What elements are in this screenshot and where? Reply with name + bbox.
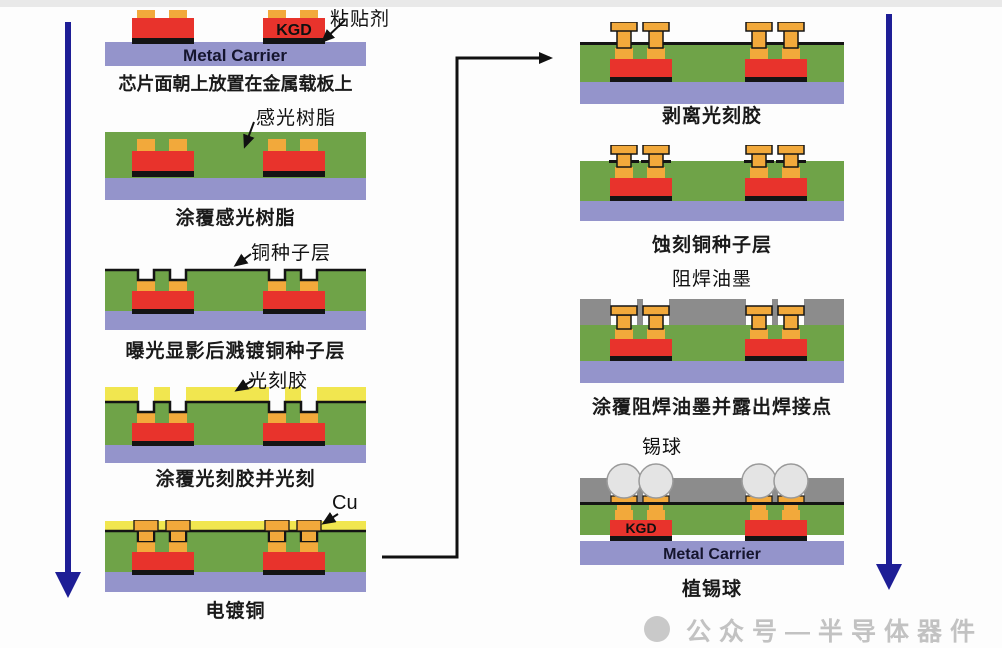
step2-caption: 涂覆感光树脂 xyxy=(175,208,296,229)
step7-diagram xyxy=(580,145,844,221)
kgd-die-right xyxy=(745,167,807,201)
metal-carrier-label: Metal Carrier xyxy=(663,546,761,563)
metal-carrier xyxy=(105,42,366,66)
copper-seed-layer xyxy=(580,502,844,505)
photoresist-annotation-label: 光刻胶 xyxy=(248,371,309,392)
step8-caption: 涂覆阻焊油墨并露出焊接点 xyxy=(591,397,832,418)
kgd-die-right xyxy=(263,139,325,177)
kgd-die-left xyxy=(610,510,672,541)
kgd-die-left xyxy=(132,10,194,44)
metal-carrier xyxy=(580,201,844,221)
solder-ball-annotation-label: 锡球 xyxy=(642,437,683,458)
step6-caption: 剥离光刻胶 xyxy=(661,106,762,127)
solder-mask-layer xyxy=(580,478,844,504)
step5-caption: 电镀铜 xyxy=(205,601,266,622)
photoresist-layer xyxy=(105,521,366,530)
copper-seed-layer xyxy=(580,42,844,45)
solder-balls xyxy=(606,463,809,499)
step3-caption: 曝光显影后溅镀铜种子层 xyxy=(125,341,346,362)
watermark-text: 公众号—半导体器件 xyxy=(686,618,984,646)
kgd-die-left xyxy=(132,279,194,314)
step4-caption: 涂覆光刻胶并光刻 xyxy=(155,469,316,490)
solder-mask-layer xyxy=(580,299,844,325)
kgd-die-left xyxy=(610,329,672,361)
step8-diagram xyxy=(580,299,844,383)
cu-annotation-label: Cu xyxy=(332,492,358,514)
copper-seed-layer xyxy=(105,268,366,282)
plated-copper xyxy=(133,520,322,541)
kgd-label: KGD xyxy=(625,520,656,536)
kgd-die-left xyxy=(132,411,194,446)
step1-diagram: KGD Metal Carrier xyxy=(105,10,366,66)
column-connector-arrow xyxy=(382,52,553,559)
metal-carrier xyxy=(105,311,366,330)
metal-carrier xyxy=(105,178,366,200)
copper-seed-layer xyxy=(105,400,366,414)
solder-mask-annotation-label: 阻焊油墨 xyxy=(671,269,752,290)
metal-carrier xyxy=(105,445,366,463)
step4-diagram xyxy=(105,387,366,463)
kgd-die-left xyxy=(132,139,194,177)
metal-carrier-label: Metal Carrier xyxy=(183,46,287,65)
photoresist-layer xyxy=(105,387,366,401)
kgd-die-right xyxy=(263,10,325,44)
kgd-die-left xyxy=(132,540,194,575)
copper-bumps xyxy=(610,145,805,168)
step5-diagram xyxy=(105,520,366,592)
metal-carrier xyxy=(105,572,366,592)
kgd-die-right xyxy=(745,510,807,541)
step1-caption: 芯片面朝上放置在金属载板上 xyxy=(118,74,353,94)
kgd-die-right xyxy=(745,329,807,361)
step9-caption: 植锡球 xyxy=(681,579,742,600)
step2-diagram xyxy=(105,132,366,200)
kgd-die-left xyxy=(610,167,672,201)
top-border-strip xyxy=(0,0,1002,7)
copper-stems xyxy=(617,505,798,513)
copper-bumps xyxy=(610,22,805,49)
seed-annotation-label: 铜种子层 xyxy=(251,243,332,264)
metal-carrier xyxy=(580,82,844,104)
adhesive-annotation-label: 粘贴剂 xyxy=(330,9,391,30)
step9-diagram: KGD Metal Carrier xyxy=(580,463,844,565)
kgd-label: KGD xyxy=(276,22,312,39)
step7-caption: 蚀刻铜种子层 xyxy=(651,235,772,256)
step3-diagram xyxy=(105,268,366,330)
copper-bumps xyxy=(610,305,805,330)
watermark-logo-icon xyxy=(644,616,670,642)
step6-diagram xyxy=(580,22,844,104)
metal-carrier xyxy=(580,361,844,383)
kgd-die-right xyxy=(745,48,807,82)
kgd-die-right xyxy=(263,540,325,575)
kgd-die-left xyxy=(610,48,672,82)
kgd-die-right xyxy=(263,279,325,314)
kgd-die-right xyxy=(263,411,325,446)
resin-annotation-label: 感光树脂 xyxy=(256,108,337,129)
metal-carrier xyxy=(580,541,844,565)
